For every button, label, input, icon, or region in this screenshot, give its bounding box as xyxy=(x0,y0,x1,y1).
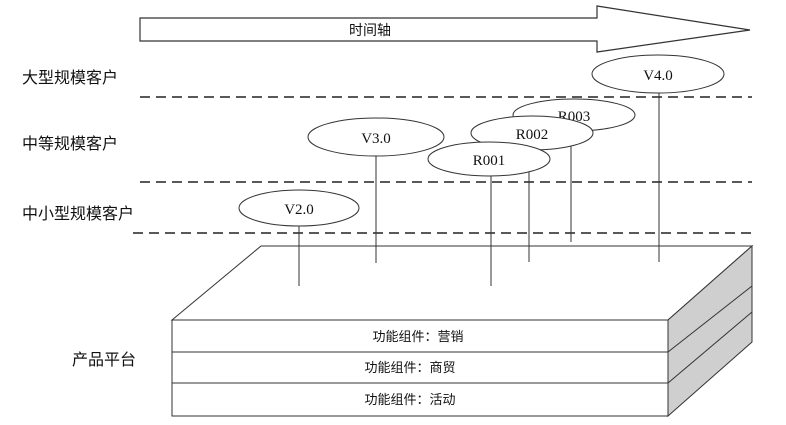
side-divider-2 xyxy=(667,311,753,384)
tier-label-medium: 中等规模客户 xyxy=(22,134,118,153)
platform-label: 产品平台 xyxy=(72,350,136,369)
arrow-icon xyxy=(139,5,751,53)
timeline-label: 时间轴 xyxy=(349,23,391,39)
side-divider-1 xyxy=(667,285,753,353)
tier-label-large: 大型规模客户 xyxy=(22,68,118,87)
version-node-v20: V2.0 xyxy=(238,189,360,227)
version-label-r001: R001 xyxy=(473,153,506,169)
version-label-v30: V3.0 xyxy=(361,131,391,147)
version-node-v30: V3.0 xyxy=(307,117,445,157)
version-label-v20: V2.0 xyxy=(284,202,314,218)
timeline-arrow: 时间轴 xyxy=(139,5,751,53)
component-marketing: 功能组件：营销 xyxy=(372,330,463,345)
version-label-v40: V4.0 xyxy=(643,68,673,84)
version-node-v40: V4.0 xyxy=(591,54,725,94)
version-node-r001: R001 xyxy=(427,141,551,177)
platform-front-face xyxy=(171,319,669,417)
product-platform-box: 功能组件：营销 功能组件：商贸 功能组件：活动 xyxy=(170,244,754,418)
platform-top-face xyxy=(170,245,754,321)
component-trade: 功能组件：商贸 xyxy=(364,361,455,376)
tier-label-small-medium: 中小型规模客户 xyxy=(22,204,134,223)
component-activity: 功能组件：活动 xyxy=(364,393,455,408)
version-label-r002: R002 xyxy=(516,127,549,143)
